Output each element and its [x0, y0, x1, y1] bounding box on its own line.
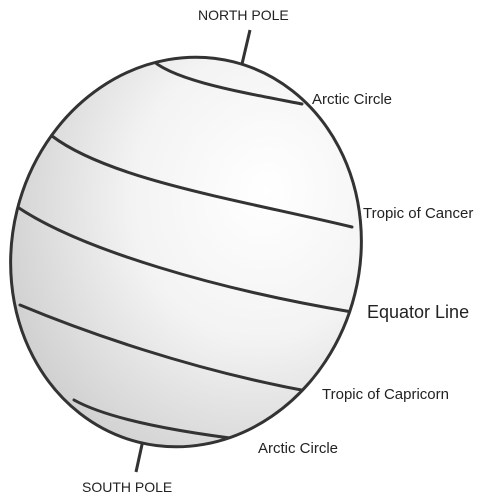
tropic-of-cancer-label: Tropic of Cancer: [363, 206, 473, 221]
north-pole-label: NORTH POLE: [198, 8, 289, 22]
tropic-of-capricorn-label: Tropic of Capricorn: [322, 387, 449, 402]
arctic-circle-top-label: Arctic Circle: [312, 92, 392, 107]
arctic-circle-bottom-label: Arctic Circle: [258, 441, 338, 456]
globe: [0, 20, 402, 485]
equator-label: Equator Line: [367, 303, 469, 321]
north-pole-axis: [242, 30, 250, 64]
south-pole-axis: [136, 440, 143, 472]
south-pole-label: SOUTH POLE: [82, 480, 172, 494]
